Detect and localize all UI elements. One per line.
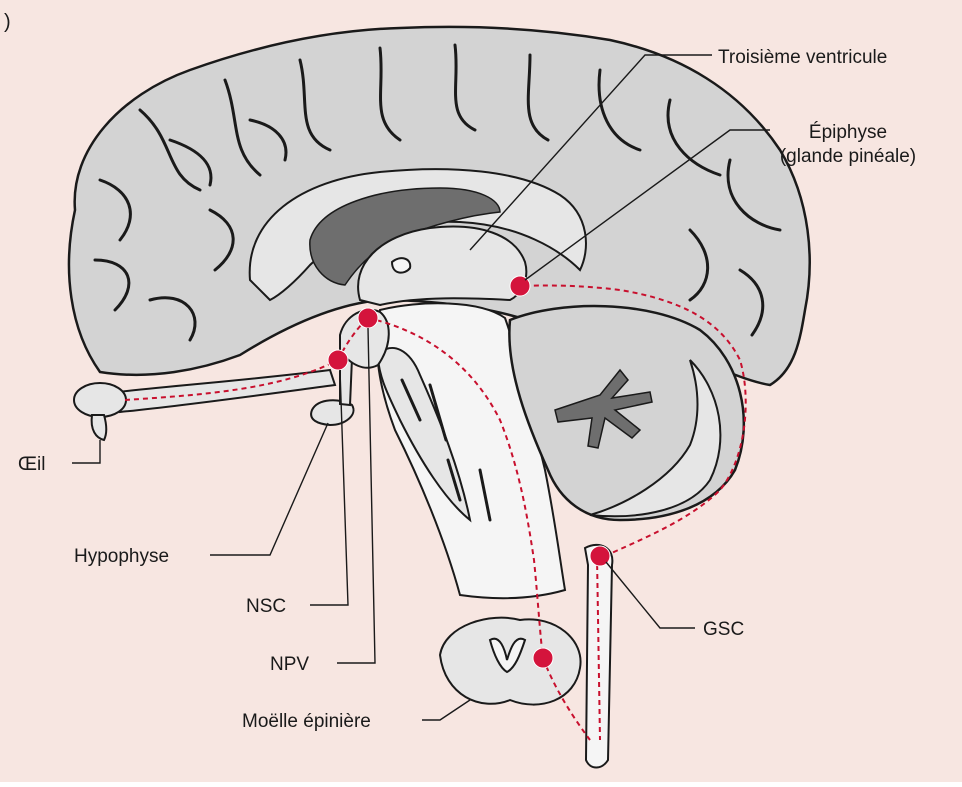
label-pineal-line1: Épiphyse bbox=[809, 122, 887, 143]
label-gsc: GSC bbox=[703, 619, 744, 640]
eye bbox=[74, 383, 126, 417]
label-nsc: NSC bbox=[246, 596, 286, 617]
corner-mark: ) bbox=[4, 11, 11, 33]
label-spinal-cord: Moëlle épinière bbox=[242, 711, 371, 732]
label-pineal-line2: (glande pinéale) bbox=[780, 146, 916, 167]
spinal-nucleus bbox=[533, 648, 553, 668]
label-third-ventricle: Troisième ventricule bbox=[718, 47, 887, 68]
label-pituitary: Hypophyse bbox=[74, 546, 169, 567]
label-eye: Œil bbox=[18, 454, 45, 475]
scn-nucleus bbox=[328, 350, 348, 370]
pvn-nucleus bbox=[358, 308, 378, 328]
label-npv: NPV bbox=[270, 654, 309, 675]
massa-intermedia bbox=[392, 258, 410, 272]
